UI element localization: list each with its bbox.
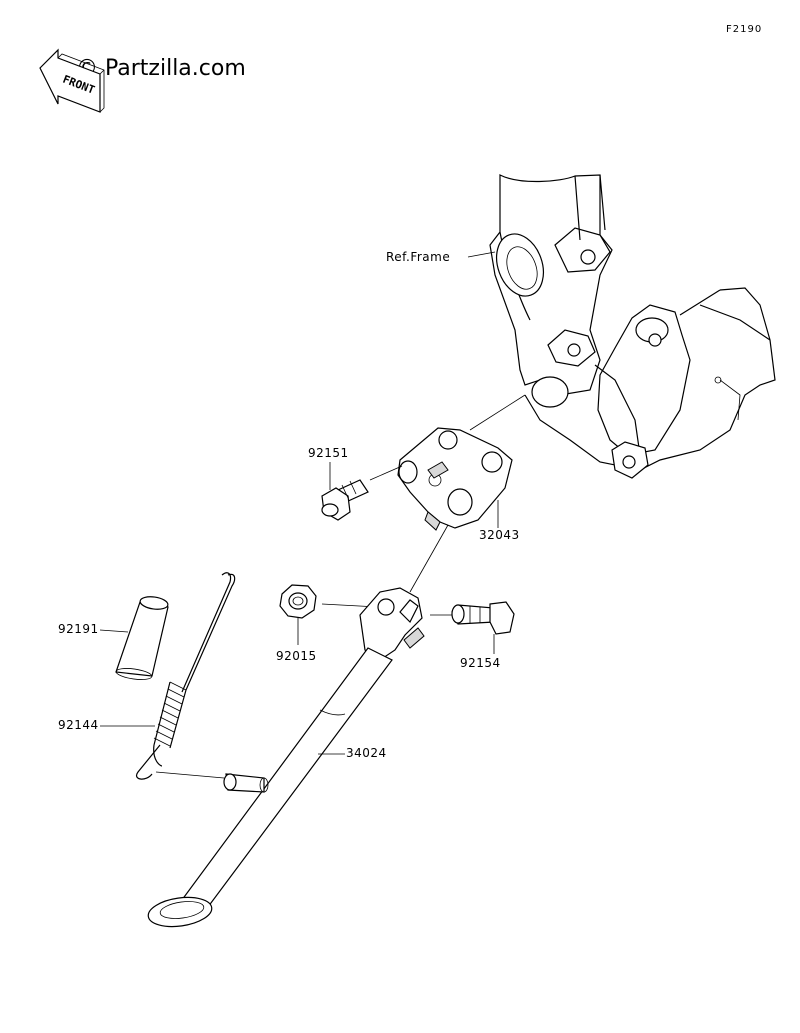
part-92144-spring — [136, 572, 236, 780]
leader-92191 — [99, 629, 129, 633]
label-92191: 92191 — [58, 622, 99, 636]
label-92151: 92151 — [308, 446, 349, 460]
label-92144: 92144 — [58, 718, 99, 732]
label-32043: 32043 — [479, 528, 520, 542]
part-92151-bolt — [321, 479, 369, 521]
label-34024: 34024 — [346, 746, 387, 760]
front-arrow-icon — [39, 48, 105, 113]
part-34024-side-stand — [147, 524, 449, 928]
bracket-to-frame-line — [469, 394, 526, 431]
pin-axis-line — [155, 771, 225, 779]
label-92015: 92015 — [276, 649, 317, 663]
part-pin — [223, 773, 269, 793]
part-92154-bolt — [451, 601, 515, 635]
part-92015-nut — [279, 584, 317, 619]
label-ref-frame: Ref.Frame — [386, 250, 451, 264]
part-92191-collar — [115, 596, 169, 680]
stand-to-bracket-line — [409, 524, 449, 593]
leader-ref-frame — [467, 251, 496, 258]
ref-frame — [489, 174, 776, 479]
label-92154: 92154 — [460, 656, 501, 670]
part-32043-bracket — [397, 394, 526, 531]
bolt-axis-line — [369, 465, 403, 481]
figure-code: F2190 — [726, 24, 763, 35]
